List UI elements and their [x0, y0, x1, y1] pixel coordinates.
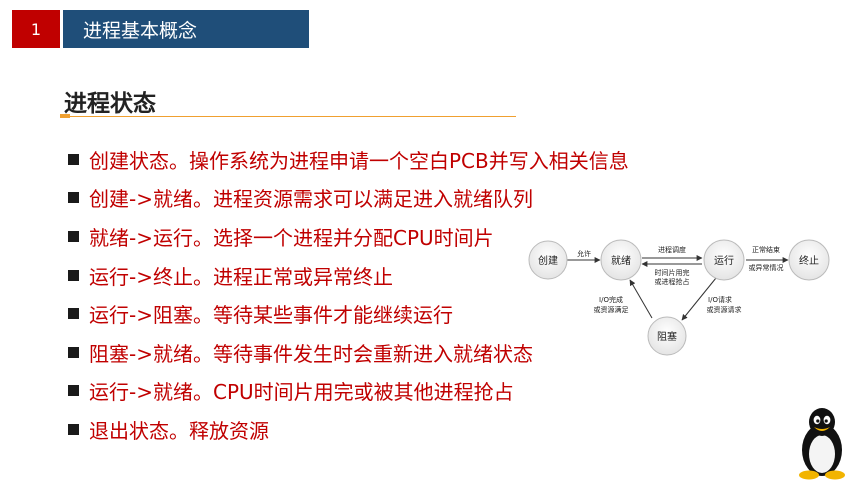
state-label-ready: 就绪 [611, 254, 631, 267]
section-underline [60, 116, 516, 117]
transition-label-io-done-2: 或资源满足 [594, 305, 629, 314]
transition-label-schedule: 进程调度 [658, 245, 686, 254]
transition-label-timeslice-1: 时间片用完 [655, 268, 690, 277]
bullet-square-icon [68, 423, 79, 435]
state-node-terminate [788, 239, 830, 281]
bullet-item: 运行->阻塞。等待某些事件才能继续运行 [68, 294, 629, 333]
bullet-square-icon [68, 269, 79, 281]
transition-label-normal-end-1: 正常结束 [752, 245, 780, 254]
state-label-create: 创建 [538, 254, 558, 267]
bullet-item: 就绪->运行。选择一个进程并分配CPU时间片 [68, 217, 629, 256]
transition-label-io-done-1: I/O完成 [599, 295, 623, 304]
bullet-item: 创建状态。操作系统为进程申请一个空白PCB并写入相关信息 [68, 140, 629, 179]
transition-label-io-request-1: I/O请求 [708, 295, 732, 304]
bullet-text: 就绪->运行。选择一个进程并分配CPU时间片 [89, 225, 494, 250]
bullet-text: 阻塞->就绪。等待事件发生时会重新进入就绪状态 [89, 341, 533, 366]
transition-label-timeslice-2: 或进程抢占 [655, 277, 690, 286]
state-label-running: 运行 [714, 254, 734, 267]
section-heading: 进程状态 [64, 91, 156, 117]
state-label-blocked: 阻塞 [657, 330, 677, 343]
tux-penguin-logo [799, 408, 845, 480]
state-node-blocked [647, 316, 687, 356]
state-label-terminate: 终止 [799, 254, 819, 267]
bullet-text: 退出状态。释放资源 [89, 418, 269, 443]
bullet-list: 创建状态。操作系统为进程申请一个空白PCB并写入相关信息 创建->就绪。进程资源… [68, 140, 629, 449]
state-node-create [528, 240, 568, 280]
bullet-text: 创建状态。操作系统为进程申请一个空白PCB并写入相关信息 [89, 148, 629, 173]
process-state-diagram: 创建 就绪 运行 终止 阻塞 允许 进程调度 时间片用完 或进程抢占 正常结束 … [528, 239, 830, 356]
section-underline-mark [60, 114, 70, 118]
bullet-item: 创建->就绪。进程资源需求可以满足进入就绪队列 [68, 179, 629, 218]
bullet-square-icon [68, 346, 79, 358]
bullet-text: 创建->就绪。进程资源需求可以满足进入就绪队列 [89, 187, 533, 212]
bullet-text: 运行->阻塞。等待某些事件才能继续运行 [89, 303, 453, 328]
bullet-item: 退出状态。释放资源 [68, 410, 629, 449]
transition-label-io-request-2: 或资源请求 [707, 305, 742, 314]
bullet-square-icon [68, 153, 79, 165]
bullet-item: 阻塞->就绪。等待事件发生时会重新进入就绪状态 [68, 333, 629, 372]
slide-number: 1 [12, 10, 60, 48]
bullet-square-icon [68, 192, 79, 204]
arrow-running-blocked [681, 277, 717, 321]
transition-label-normal-end-2: 或异常情况 [749, 263, 784, 272]
arrow-blocked-ready [629, 279, 653, 319]
slide-title: 进程基本概念 [63, 10, 309, 48]
bullet-item: 运行->终止。进程正常或异常终止 [68, 256, 629, 295]
bullet-square-icon [68, 385, 79, 397]
bullet-text: 运行->终止。进程正常或异常终止 [89, 264, 393, 289]
bullet-text: 运行->就绪。CPU时间片用完或被其他进程抢占 [89, 380, 514, 405]
bullet-square-icon [68, 230, 79, 242]
transition-label-allow: 允许 [577, 249, 591, 258]
bullet-item: 运行->就绪。CPU时间片用完或被其他进程抢占 [68, 372, 629, 411]
state-node-ready [600, 239, 642, 281]
bullet-square-icon [68, 308, 79, 320]
state-node-running [703, 239, 745, 281]
